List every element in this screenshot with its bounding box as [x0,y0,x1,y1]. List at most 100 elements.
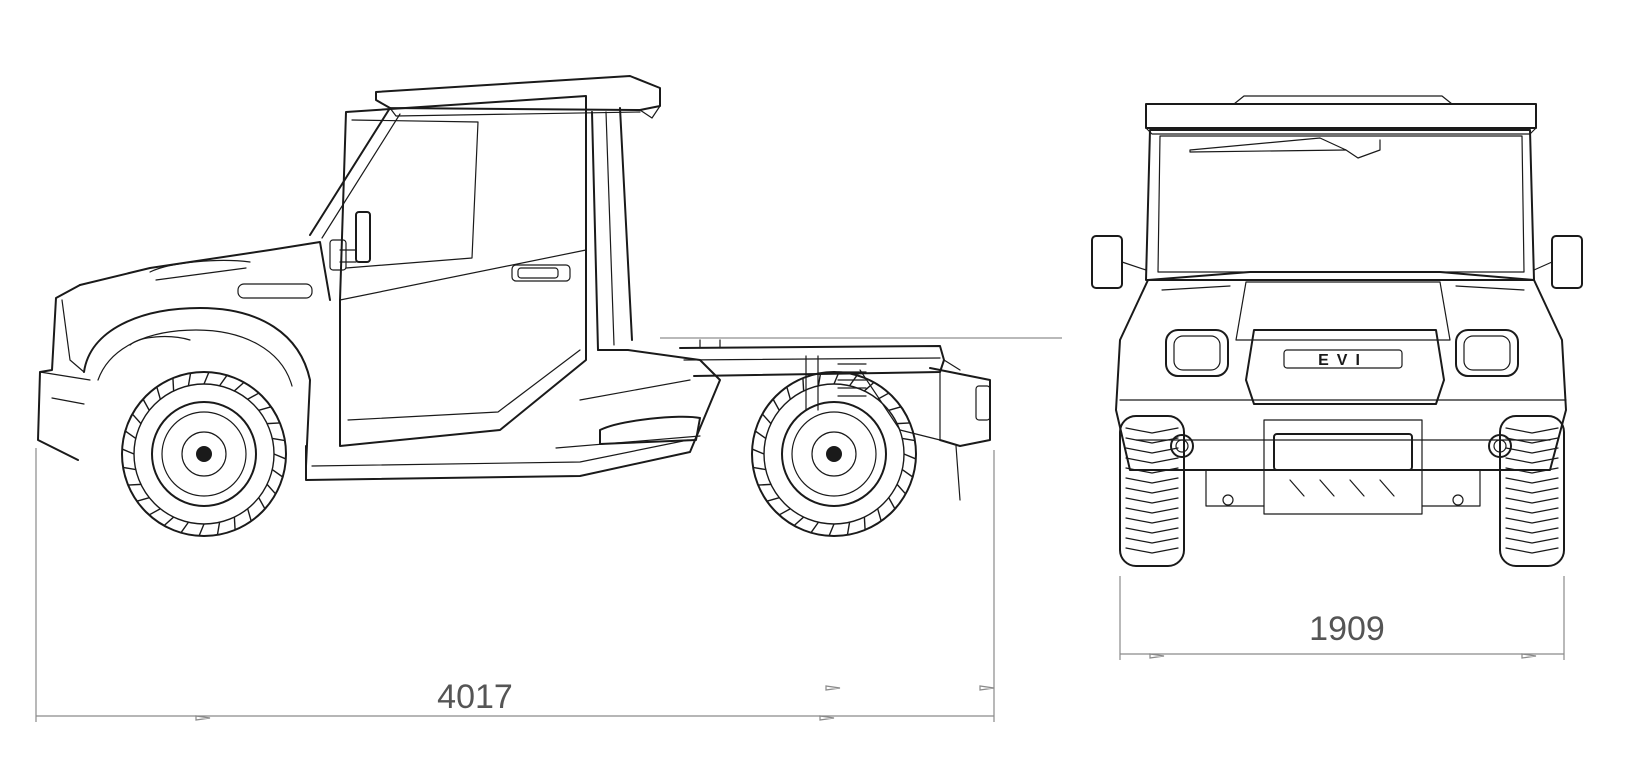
tire-tread-lug [758,483,771,486]
side-front-wheel [121,371,287,537]
tire-tread-lug [896,483,907,495]
length-label: 4017 [437,678,513,716]
tire-tread-lug [778,508,791,516]
tire-tread-lug [172,378,175,391]
tire-tread-lug [1125,537,1179,544]
tire-tread-lug [1125,487,1179,494]
tire-tread-lug [1505,517,1559,524]
side-front-fender [83,307,311,467]
side-rear-spring [805,355,867,411]
front-windshield [1145,129,1535,281]
tire-tread-lug [802,378,805,391]
tire-tread-lug [163,516,175,527]
tire-tread-lug [786,386,792,400]
tire-tread-lug [1505,507,1559,514]
side-rear-chassis [660,337,1062,501]
tire-tread-lug [828,523,835,537]
tire-tread-lug [1505,427,1559,434]
side-door [339,95,587,447]
tire-tread-lug [903,453,917,460]
tire-tread-lug [148,508,161,516]
tire-tread-lug [142,398,150,411]
side-hood [37,241,331,461]
tire-tread-lug [1125,447,1179,454]
tire-tread-lug [1505,467,1559,474]
tire-tread-lug [897,422,910,425]
tire-tread-lug [772,398,780,411]
tire-tread-lug [754,430,767,439]
side-view: 4017 [35,75,1062,722]
tire-tread-lug [752,466,766,471]
tire-tread-lug [1505,497,1559,504]
front-right-mirror [1533,235,1583,289]
tire-tread-lug [1125,547,1179,554]
tire-tread-lug [902,437,916,442]
side-roof [375,75,661,119]
front-bumper [1205,419,1481,515]
front-fascia [1115,271,1567,471]
tire-tread-lug [1125,477,1179,484]
tire-tread-lug [846,522,851,536]
tire-tread-lug [877,392,890,400]
width-label: 1909 [1309,610,1385,648]
tire-tread-lug [1125,467,1179,474]
front-grille [1245,329,1445,405]
tire-tread-lug [124,430,137,439]
tire-tread-lug [1125,527,1179,534]
tire-tread-lug [810,521,819,534]
tire-tread-lug [198,523,205,537]
tire-tread-lug [1505,527,1559,534]
tire-tread-lug [233,381,245,392]
side-rear-wheel [751,371,917,537]
tire-tread-lug [888,497,896,510]
tire-tread-lug [863,381,875,392]
tire-tread-lug [246,508,252,522]
tire-tread-lug [128,483,141,486]
tire-tread-lug [833,371,840,385]
tire-tread-lug [751,448,765,455]
front-right-tire [1499,415,1565,567]
tire-tread-lug [136,496,150,502]
tire-tread-lug [271,469,284,478]
side-cab-frame [309,107,633,351]
tire-tread-lug [1505,487,1559,494]
tire-tread-lug [272,437,286,442]
tire-tread-lug [793,516,805,527]
tire-tread-lug [233,517,236,530]
front-right-headlight [1455,329,1519,377]
front-roof [1145,95,1537,135]
tire-tread-lug [1505,457,1559,464]
front-view: EVI [1091,95,1583,660]
tire-tread-lug [1125,497,1179,504]
tire-tread-lug [122,466,136,471]
tire-tread-lug [1125,507,1179,514]
length-dimension [35,448,995,722]
front-left-headlight [1165,329,1229,377]
side-mirror [329,211,371,271]
tire-tread-lug [187,372,192,386]
tire-tread-lug [121,448,135,455]
tire-tread-lug [901,469,914,478]
tire-tread-lug [1505,437,1559,444]
front-left-mirror [1091,235,1147,289]
front-left-tire [1119,415,1185,567]
tire-tread-lug [888,406,902,412]
tire-tread-lug [1125,437,1179,444]
tire-tread-lug [1505,447,1559,454]
width-dimension [1119,576,1565,660]
tire-tread-lug [131,413,142,425]
tire-tread-lug [156,386,162,400]
front-logo: EVI [1318,352,1368,369]
tire-tread-lug [273,453,287,460]
tire-tread-lug [1505,537,1559,544]
tire-tread-lug [258,406,272,412]
tire-tread-lug [1505,477,1559,484]
tire-tread-lug [266,483,277,495]
tire-tread-lug [849,374,858,387]
tire-tread-lug [761,413,772,425]
tire-tread-lug [216,522,221,536]
tire-tread-lug [876,508,882,522]
tire-tread-lug [219,374,228,387]
tire-tread-lug [1505,547,1559,554]
